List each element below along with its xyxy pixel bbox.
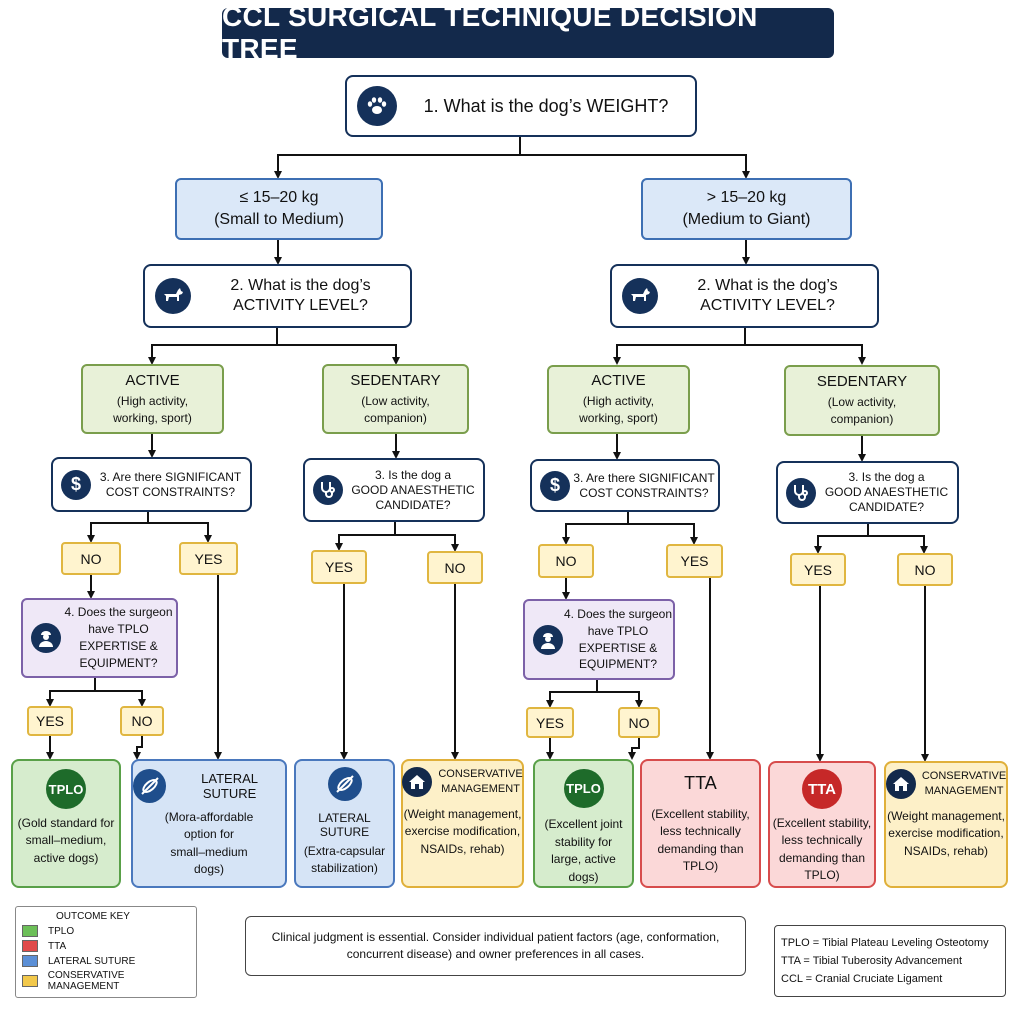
- answer-yes: YES: [311, 550, 367, 584]
- stethoscope-icon: [786, 477, 816, 508]
- dog-icon: [155, 278, 191, 314]
- question-tplo-expertise-right: 4. Does the surgeon have TPLO EXPERTISE …: [523, 599, 675, 680]
- activity-sedentary-right: SEDENTARY (Low activity, companion): [784, 365, 940, 436]
- weight-medium-giant: > 15–20 kg (Medium to Giant): [641, 178, 852, 240]
- question-weight: 1. What is the dog’s WEIGHT?: [345, 75, 697, 137]
- stethoscope-icon: [313, 475, 343, 505]
- dollar-icon: $: [61, 469, 91, 500]
- answer-yes: YES: [666, 544, 723, 578]
- question-cost-right: $ 3. Are there SIGNIFICANT COST CONSTRAI…: [530, 459, 720, 512]
- question-tplo-expertise-left: 4. Does the surgeon have TPLO EXPERTISE …: [21, 598, 178, 678]
- answer-yes: YES: [526, 707, 574, 738]
- key-item-conservative: CONSERVATIVE MANAGEMENT: [16, 970, 196, 992]
- question-anaesthetic-right: 3. Is the dog a GOOD ANAESTHETIC CANDIDA…: [776, 461, 959, 524]
- surgeon-icon: [533, 624, 563, 655]
- outcome-tplo-small: TPLO (Gold standard for small–medium, ac…: [11, 759, 121, 888]
- key-item-lateral-suture: LATERAL SUTURE: [16, 955, 196, 967]
- abbreviations-legend: TPLO = Tibial Plateau Leveling Osteotomy…: [774, 925, 1006, 997]
- dog-icon: [622, 278, 658, 314]
- answer-yes: YES: [179, 542, 238, 575]
- paw-icon: [357, 86, 397, 126]
- question-activity-left: 2. What is the dog’s ACTIVITY LEVEL?: [143, 264, 412, 328]
- outcome-lateral-suture-extracapsular: LATERAL SUTURE (Extra-capsular stabiliza…: [294, 759, 395, 888]
- suture-icon: [327, 767, 362, 801]
- outcome-tta-1: TTA (Excellent stability, less technical…: [640, 759, 761, 888]
- activity-sedentary-left: SEDENTARY (Low activity, companion): [322, 364, 469, 434]
- outcome-conservative-right: CONSERVATIVE MANAGEMENT (Weight manageme…: [884, 761, 1008, 888]
- answer-yes: YES: [790, 553, 846, 586]
- outcome-key: OUTCOME KEY TPLO TTA LATERAL SUTURE CONS…: [15, 906, 197, 998]
- suture-icon: [133, 769, 167, 803]
- answer-yes: YES: [27, 706, 73, 736]
- outcome-conservative-left: CONSERVATIVE MANAGEMENT (Weight manageme…: [401, 759, 524, 888]
- outcome-tta-2: TTA (Excellent stability, less technical…: [768, 761, 876, 888]
- answer-no: NO: [61, 542, 121, 575]
- dollar-icon: $: [540, 470, 570, 501]
- page-title: CCL SURGICAL TECHNIQUE DECISION TREE: [222, 1, 834, 64]
- tplo-badge: TPLO: [46, 769, 86, 809]
- activity-active-right: ACTIVE (High activity, working, sport): [547, 365, 690, 434]
- weight-small-medium: ≤ 15–20 kg (Small to Medium): [175, 178, 383, 240]
- answer-no: NO: [897, 553, 953, 586]
- outcome-lateral-suture-affordable: LATERAL SUTURE (Mora-affordable option f…: [131, 759, 287, 888]
- tta-title: TTA: [684, 773, 717, 793]
- key-item-tta: TTA: [16, 940, 196, 952]
- question-cost-left: $ 3. Are there SIGNIFICANT COST CONSTRAI…: [51, 457, 252, 512]
- answer-no: NO: [120, 706, 164, 736]
- tplo-badge: TPLO: [563, 769, 604, 809]
- key-item-tplo: TPLO: [16, 925, 196, 937]
- answer-no: NO: [427, 551, 483, 584]
- clinical-note: Clinical judgment is essential. Consider…: [245, 916, 746, 976]
- answer-no: NO: [618, 707, 660, 738]
- house-icon: [885, 769, 916, 800]
- house-icon: [402, 767, 433, 798]
- outcome-tplo-large: TPLO (Excellent joint stability for larg…: [533, 759, 634, 888]
- question-anaesthetic-left: 3. Is the dog a GOOD ANAESTHETIC CANDIDA…: [303, 458, 485, 522]
- tta-badge: TTA: [802, 769, 842, 809]
- surgeon-icon: [31, 623, 61, 653]
- activity-active-left: ACTIVE (High activity, working, sport): [81, 364, 224, 434]
- answer-no: NO: [538, 544, 594, 578]
- question-activity-right: 2. What is the dog’s ACTIVITY LEVEL?: [610, 264, 879, 328]
